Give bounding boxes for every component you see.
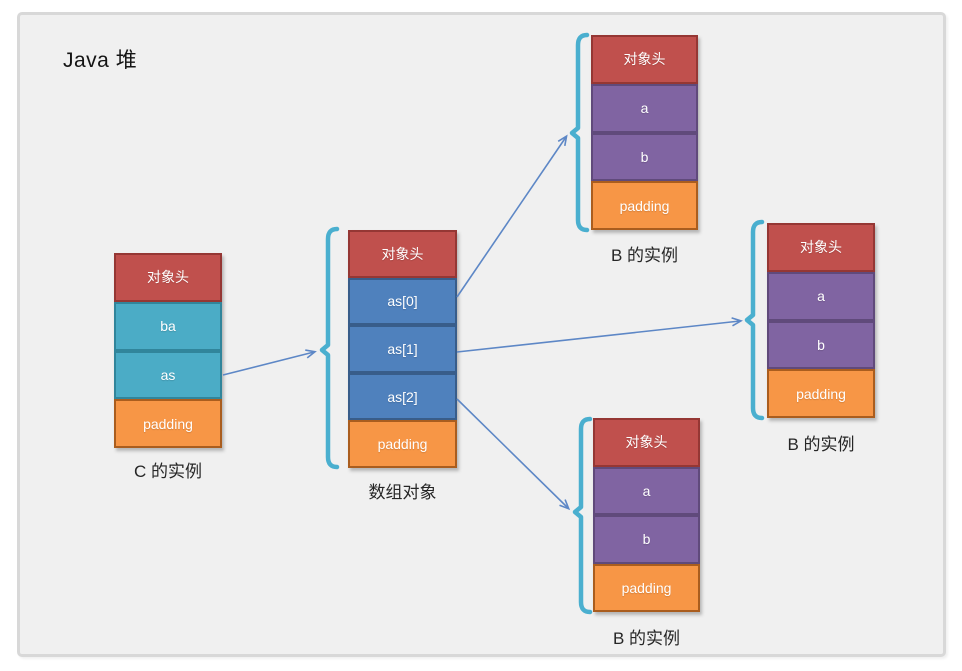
cell-field-a: a	[593, 466, 700, 515]
cell-field-b: b	[593, 515, 700, 564]
label-b-instance-right: B 的实例	[787, 435, 855, 454]
label-b-instance-bottom: B 的实例	[612, 629, 681, 648]
cell-padding: padding	[348, 420, 457, 468]
diagram-title: Java 堆	[63, 49, 138, 72]
cell-array-element-0: as[0]	[348, 277, 457, 326]
object-box-b-instance-top: 对象头 a b padding	[591, 35, 698, 230]
cell-padding: padding	[767, 369, 875, 418]
object-box-c-instance: 对象头 ba as padding	[114, 253, 222, 448]
label-array-object: 数组对象	[368, 483, 437, 502]
cell-field-as: as	[114, 350, 222, 400]
cell-object-header: 对象头	[591, 35, 698, 84]
cell-field-b: b	[591, 132, 698, 182]
object-box-b-instance-bottom: 对象头 a b padding	[593, 418, 700, 612]
cell-field-b: b	[767, 320, 875, 370]
cell-array-element-2: as[2]	[348, 372, 457, 421]
cell-object-header: 对象头	[767, 223, 875, 272]
cell-field-a: a	[591, 83, 698, 133]
cell-padding: padding	[591, 181, 698, 230]
cell-padding: padding	[114, 399, 222, 448]
object-box-b-instance-right: 对象头 a b padding	[767, 223, 875, 418]
cell-object-header: 对象头	[114, 253, 222, 302]
cell-padding: padding	[593, 563, 700, 612]
label-b-instance-top: B 的实例	[610, 246, 679, 265]
cell-field-a: a	[767, 271, 875, 321]
cell-object-header: 对象头	[348, 230, 457, 278]
label-c-instance: C 的实例	[134, 462, 202, 481]
object-box-array: 对象头 as[0] as[1] as[2] padding	[348, 230, 457, 468]
cell-object-header: 对象头	[593, 418, 700, 467]
cell-field-ba: ba	[114, 301, 222, 351]
cell-array-element-1: as[1]	[348, 325, 457, 373]
